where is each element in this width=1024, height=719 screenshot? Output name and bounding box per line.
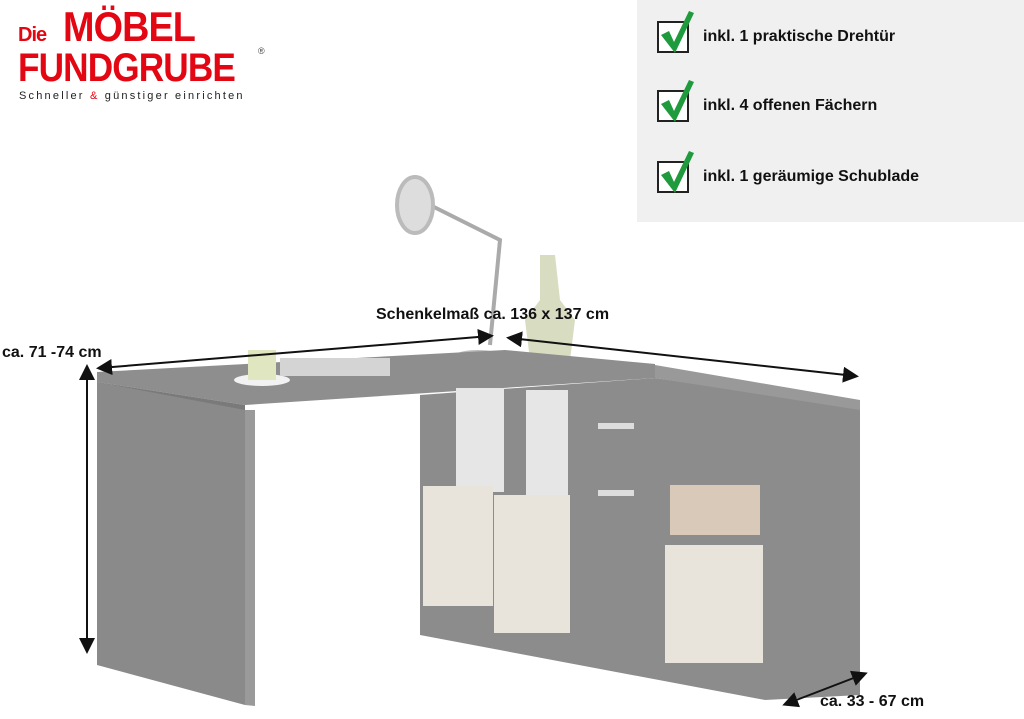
papers (280, 358, 390, 376)
feature-item: inkl. 4 offenen Fächern (657, 80, 878, 122)
leg-length-label: Schenkelmaß ca. 136 x 137 cm (376, 306, 610, 323)
depth-arrow (782, 670, 868, 708)
logo-slogan: Schneller & günstiger einrichten (19, 90, 245, 102)
feature-label: inkl. 4 offenen Fächern (703, 97, 878, 114)
feature-label: inkl. 1 praktische Drehtür (703, 28, 896, 45)
slogan-right: günstiger einrichten (104, 90, 245, 102)
storage-box (423, 486, 493, 606)
leg-arrow-left (96, 329, 494, 375)
slogan-amp: & (89, 90, 100, 102)
checkmark-icon (657, 80, 694, 122)
storage-box (665, 545, 763, 663)
desk-left-leg (97, 382, 245, 705)
height-label: ca. 71 -74 cm (2, 344, 102, 361)
checkmark-icon (657, 151, 694, 193)
feature-item: inkl. 1 praktische Drehtür (657, 11, 896, 53)
logo-fundgrube: FUNDGRUBE (18, 46, 236, 90)
logo-registered: ® (258, 46, 265, 56)
binder (456, 388, 504, 492)
desk-lamp (395, 175, 503, 360)
feature-item: inkl. 1 geräumige Schublade (657, 151, 920, 193)
logo-die: Die (18, 24, 47, 46)
feature-panel: inkl. 1 praktische Drehtür inkl. 4 offen… (637, 0, 1024, 222)
logo-moebel: MÖBEL (63, 3, 196, 50)
feature-label: inkl. 1 geräumige Schublade (703, 168, 920, 185)
slogan-left: Schneller (19, 90, 85, 102)
binder (526, 390, 568, 500)
checkmark-icon (657, 11, 694, 53)
storage-box (494, 495, 570, 633)
depth-label: ca. 33 - 67 cm (820, 693, 925, 710)
leg-arrow-right (506, 331, 859, 383)
magazines (670, 485, 760, 535)
